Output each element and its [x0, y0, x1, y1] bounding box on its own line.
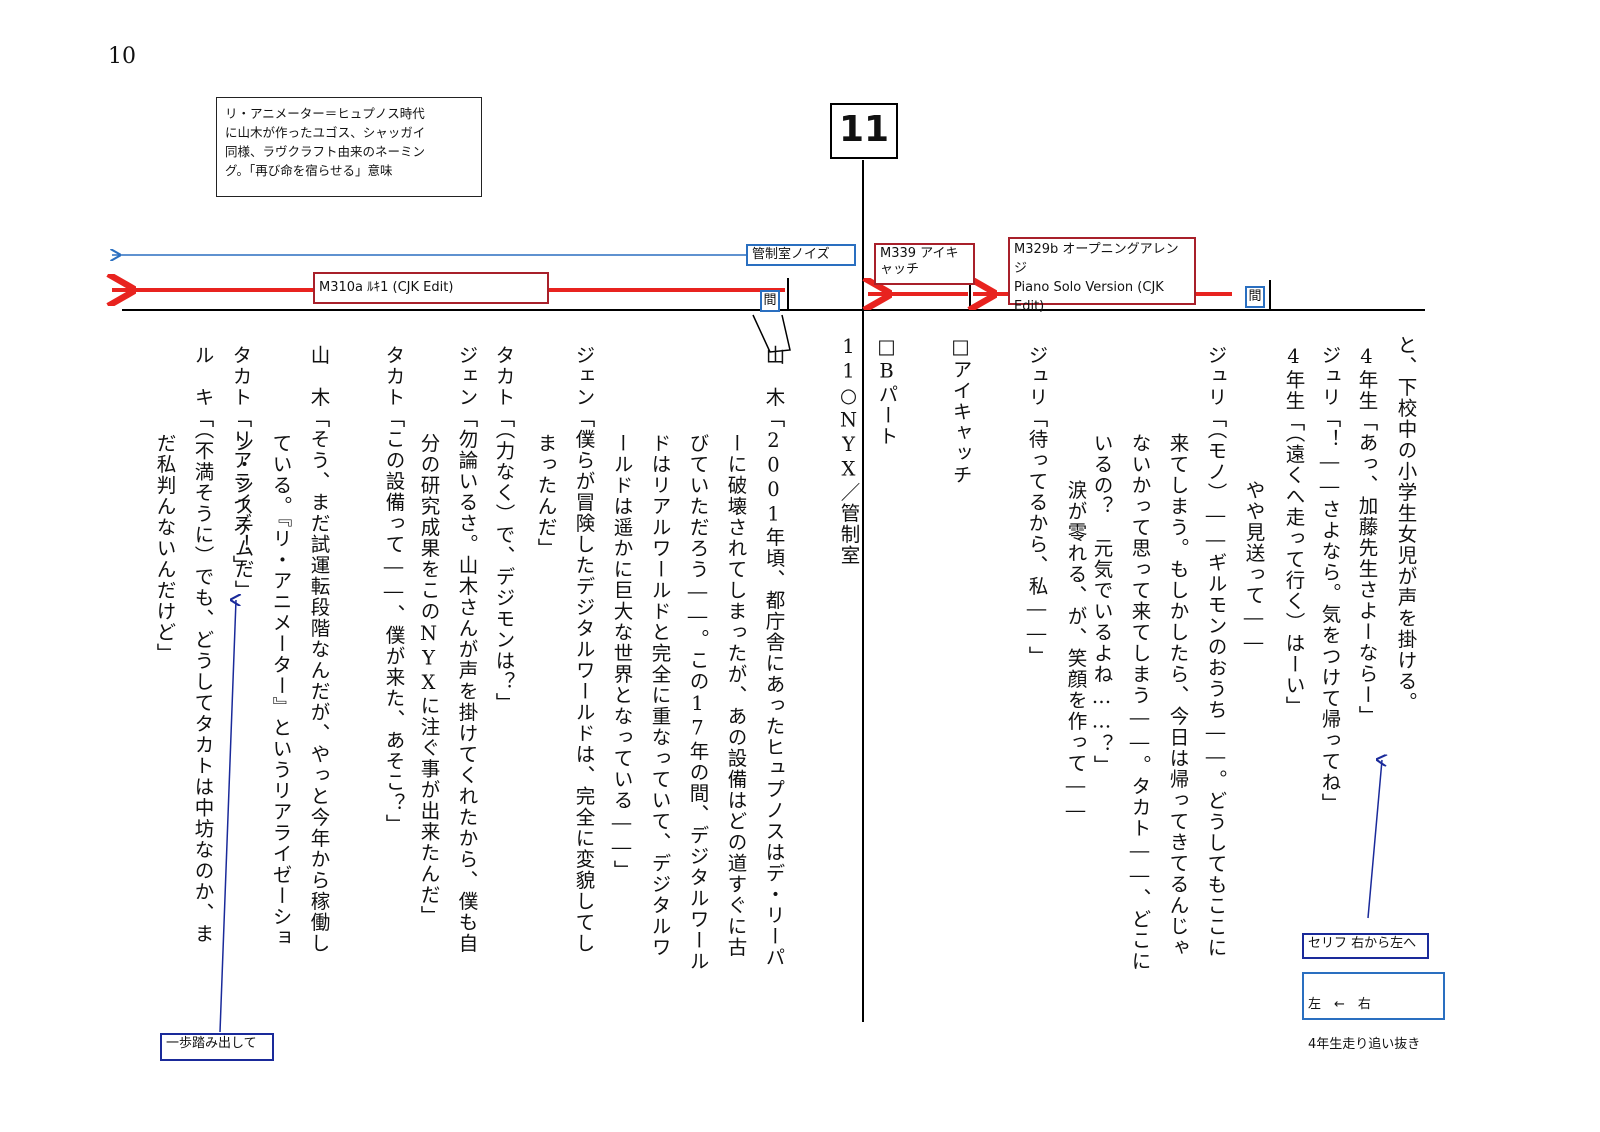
speaker-name: ジュリ — [1025, 345, 1048, 408]
speaker-name: ジュリ — [1204, 345, 1227, 408]
m329b-cue: M329b オープニングアレンジ Piano Solo Version (CJK… — [1008, 237, 1196, 314]
dialogue-line-continued: ドはリアルワールドと完全に重なっていて、デジタルワ — [648, 433, 671, 958]
speaker-name: 4年生 — [1282, 345, 1305, 412]
ma-marker-left: 間 — [760, 290, 780, 312]
dialogue-line-continued: ン・システムだ」 — [231, 433, 254, 601]
script-line-first: と、下校中の小学生女児が声を掛ける。 — [1392, 335, 1418, 713]
dialogue-line: 「リアライズ！」 — [229, 408, 252, 576]
script-line-first: タカト「リアライズ！」 — [227, 345, 253, 576]
dialogue-line-continued: ールドは遥かに巨大な世界となっている――」 — [610, 433, 633, 881]
speaker-name: ル キ — [191, 345, 214, 408]
dialogue-line: 「（力なく）で、デジモンは？」 — [492, 408, 515, 714]
speaker-name: 山 木 — [762, 345, 785, 408]
dialogue-line: 「待ってるから、私――」 — [1025, 408, 1048, 667]
speaker-name: タカト — [229, 345, 252, 408]
script-line-first: ジュリ「！――さよなら。気をつけて帰ってね」 — [1316, 345, 1342, 814]
scene-number: 11 — [830, 103, 898, 159]
ma-marker-right: 間 — [1245, 286, 1265, 308]
script-line-first: タカト「（力なく）で、デジモンは？」 — [490, 345, 516, 713]
dialogue-line: 「そう、まだ試運転段階なんだが、やっと今年から稼働し — [307, 408, 330, 954]
dialogue-line: 「！――さよなら。気をつけて帰ってね」 — [1318, 408, 1341, 814]
dialogue-line-continued: ないかって思って来てしまう――。タカト――、どこに — [1128, 433, 1151, 972]
dialogue-line-continued: いるの？ 元気でいるよね……？」 — [1090, 433, 1113, 776]
speaker-name: 4年生 — [1355, 345, 1378, 412]
dialogue-line: 「勿論いるさ。山木さんが声を掛けてくれたから、僕も自 — [455, 408, 478, 954]
serifu-arrow — [1367, 760, 1382, 919]
dialogue-line: 「あっ、加藤先生さよーならー」 — [1355, 411, 1378, 727]
dialogue-line: と、下校中の小学生女児が声を掛ける。 — [1394, 335, 1417, 713]
m310a-cue: M310a ﾙｷ1 (CJK Edit) — [313, 272, 549, 304]
dialogue-line: やや見送って―― — [1242, 480, 1265, 655]
m339-cue: M339 アイキ ャッチ — [874, 243, 975, 285]
speaker-name: ジュリ — [1318, 345, 1341, 408]
script-line-first: ジュリ「待ってるから、私――」 — [1023, 345, 1049, 667]
script-line-first: やや見送って―― — [1240, 480, 1266, 655]
script-line-first: 4年生「あっ、加藤先生さよーならー」 — [1353, 345, 1379, 727]
script-line-first: 4年生「（遠くへ走って行く）はーい」 — [1280, 345, 1306, 717]
page-number: 10 — [108, 44, 136, 69]
serifu-direction-note: セリフ 右から左へ — [1302, 933, 1429, 959]
run-direction-line2: 4年生走り追い抜き — [1308, 1037, 1421, 1052]
dialogue-line-continued: 分の研究成果をこのNYXに注ぐ事が出来たんだ」 — [417, 433, 440, 927]
script-line-first: 11○NYX／管制室 — [835, 335, 861, 566]
dialogue-line: 「僕らが冒険したデジタルワールドは、完全に変貌してし — [572, 408, 595, 954]
dialogue-line: 「（不満そうに）でも、どうしてタカトは中坊なのか、ま — [191, 408, 214, 945]
script-line-first: ジュリ「（モノ）――ギルモンのおうち――。どうしてもここに — [1202, 345, 1228, 958]
speaker-name: タカト — [382, 345, 405, 408]
dialogue-line-continued: ている。『リ・アニメーター』というリアライゼーショ — [269, 433, 292, 949]
speaker-name: ジェン — [572, 345, 595, 408]
script-line-first: 山 木「2001年頃、都庁舎にあったヒュプノスはデ・リーパ — [760, 345, 786, 968]
script-line-first: ジェン「勿論いるさ。山木さんが声を掛けてくれたから、僕も自 — [453, 345, 479, 954]
script-line-first: ル キ「（不満そうに）でも、どうしてタカトは中坊なのか、ま — [189, 345, 215, 944]
dialogue-line: 涙が零れる、が、笑顔を作って―― — [1064, 480, 1087, 823]
script-line-first: ジェン「僕らが冒険したデジタルワールドは、完全に変貌してし — [570, 345, 596, 954]
dialogue-line: 「2001年頃、都庁舎にあったヒュプノスはデ・リーパ — [762, 408, 785, 968]
dialogue-line-continued: まったんだ」 — [534, 433, 557, 559]
dialogue-line: 「（モノ）――ギルモンのおうち――。どうしてもここに — [1204, 408, 1227, 959]
dialogue-line: 「（遠くへ走って行く）はーい」 — [1282, 411, 1305, 717]
script-line-first: タカト「この設備って――、僕が来た、あそこ？」 — [380, 345, 406, 835]
speaker-name: ジェン — [455, 345, 478, 408]
dialogue-line-continued: 来てしまう。もしかしたら、今日は帰ってきてるんじゃ — [1166, 433, 1189, 958]
speaker-name: 11○NYX／管制室 — [837, 335, 860, 566]
dialogue-line-continued: ーに破壊されてしまったが、あの設備はどの道すぐに古 — [724, 433, 747, 958]
script-line-first: □アイキャッチ — [947, 335, 973, 486]
step-out-note: 一歩踏み出して — [160, 1033, 274, 1061]
run-direction-line1: 左 ← 右 — [1308, 997, 1371, 1012]
step-out-arrow — [219, 600, 236, 1033]
speech-wedge — [752, 314, 791, 353]
kanseishitsu-noise-cue: 管制室ノイズ — [746, 244, 856, 266]
run-direction-note: 左 ← 右 4年生走り追い抜き — [1302, 972, 1445, 1052]
speaker-name: 山 木 — [307, 345, 330, 408]
naming-note: リ・アニメーター＝ヒュプノス時代 に山木が作ったユゴス、シャッガイ 同様、ラヴク… — [216, 97, 482, 197]
speaker-name: □Bパート — [875, 335, 898, 447]
script-line-first: □Bパート — [873, 335, 899, 447]
script-line-first: 涙が零れる、が、笑顔を作って―― — [1062, 480, 1088, 823]
dialogue-line-continued: だ私判んないんだけど」 — [153, 433, 176, 664]
dialogue-line-continued: びていただろう――。この17年の間、デジタルワール — [686, 433, 709, 972]
dialogue-line: 「この設備って――、僕が来た、あそこ？」 — [382, 408, 405, 835]
speaker-name: □アイキャッチ — [949, 335, 972, 486]
speaker-name: タカト — [492, 345, 515, 408]
script-line-first: 山 木「そう、まだ試運転段階なんだが、やっと今年から稼働し — [305, 345, 331, 954]
